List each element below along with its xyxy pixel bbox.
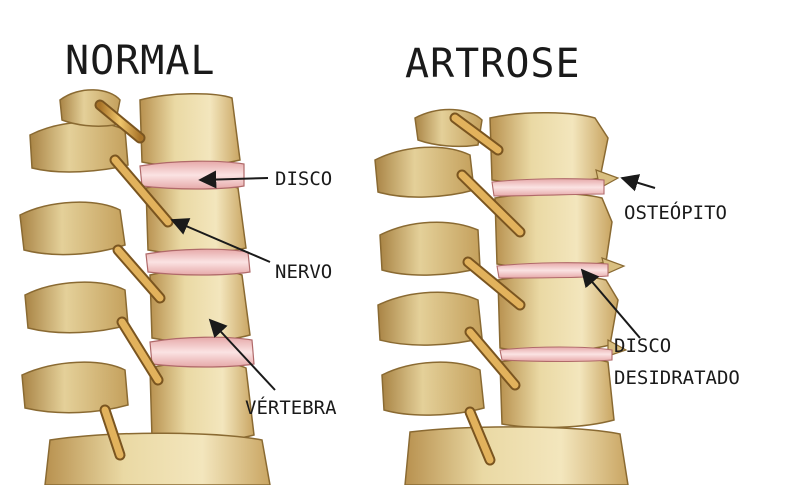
- normal-posterior-processes: [19, 89, 129, 414]
- artrose-vertebral-bodies: [404, 111, 629, 485]
- label-disco-desidratado-line2: DESIDRATADO: [614, 367, 740, 389]
- title-artrose: ARTROSE: [405, 41, 581, 87]
- label-osteofito: OSTEÓPITO: [624, 200, 727, 224]
- artrose-nerves: [449, 112, 526, 466]
- artrose-discs: [491, 178, 613, 363]
- arrow-osteofito: [620, 174, 656, 192]
- artrose-spine: [374, 108, 629, 485]
- label-nervo: NERVO: [275, 261, 332, 283]
- callout-arrows: [170, 170, 656, 391]
- normal-spine: [19, 89, 271, 485]
- arrow-disco: [198, 170, 269, 189]
- arrow-vertebra: [208, 318, 276, 391]
- label-vertebra: VÉRTEBRA: [245, 396, 337, 419]
- title-normal: NORMAL: [65, 38, 216, 84]
- arrow-nervo: [170, 218, 271, 263]
- label-disco: DISCO: [275, 168, 332, 190]
- label-disco-desidratado-line1: DISCO: [614, 335, 671, 357]
- normal-discs: [139, 160, 255, 368]
- arrow-disco-desidratado: [580, 268, 641, 339]
- normal-nerves: [94, 99, 174, 461]
